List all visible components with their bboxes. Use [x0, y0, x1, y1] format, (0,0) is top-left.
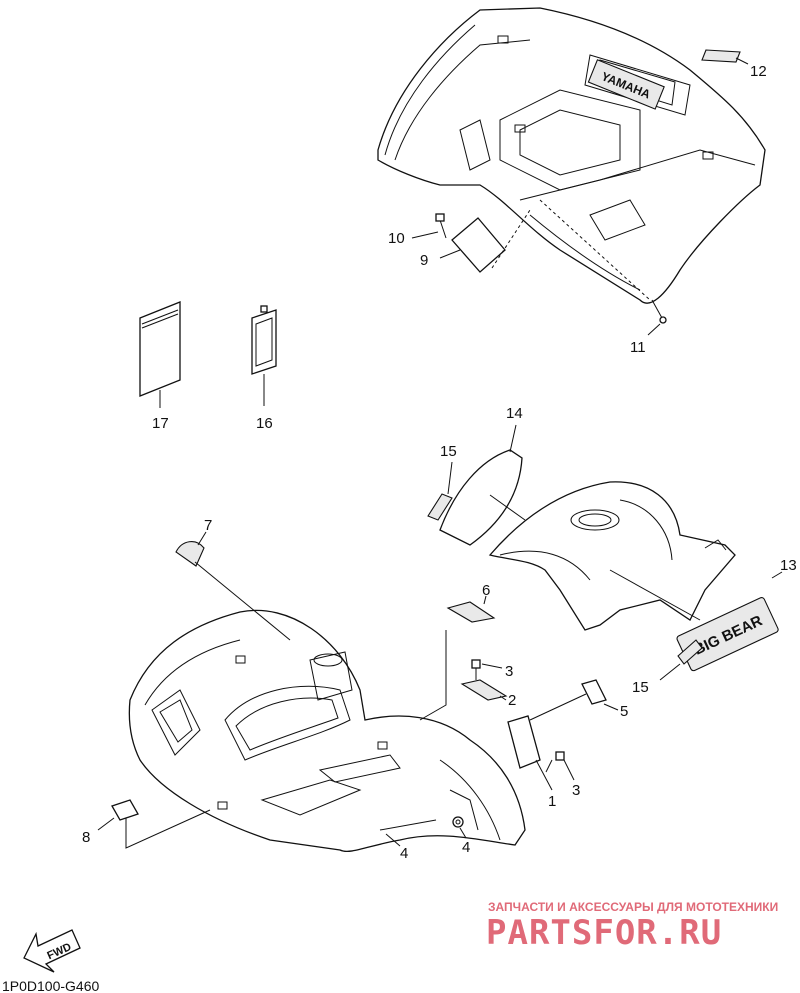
label-3-lower: 3: [572, 782, 580, 799]
label-13: 13: [780, 557, 797, 574]
part-12-decal: [701, 49, 741, 63]
label-12: 12: [750, 63, 767, 80]
part-9-plate: [451, 217, 506, 273]
label-7: 7: [204, 517, 212, 534]
part-5-decal: [581, 679, 607, 705]
watermark: ЗАПЧАСТИ И АКСЕССУАРЫ ДЛЯ МОТОТЕХНИКИ PA…: [486, 900, 778, 953]
part-11-screw: [651, 299, 667, 324]
part-10-screw: [435, 213, 447, 239]
part-9-leader: [439, 249, 461, 259]
label-6: 6: [482, 582, 490, 599]
part-14-leader: [509, 424, 517, 453]
part-8-leader: [97, 817, 115, 831]
part-6-line: [419, 630, 447, 721]
part-4-left-leader: [379, 819, 437, 831]
part-17-label-sheet: [139, 301, 181, 397]
part-11-leader: [647, 323, 661, 336]
label-11: 11: [630, 339, 646, 356]
rear-fender: YAMAHA: [377, 7, 766, 304]
part-3-lower-leader: [563, 759, 575, 781]
part-14-pad: [439, 449, 523, 546]
part-10-leader: [411, 231, 439, 239]
label-17: 17: [152, 415, 169, 432]
part-7-leader: [197, 531, 207, 546]
label-16: 16: [256, 415, 273, 432]
label-8: 8: [82, 829, 90, 846]
part-15-lower-leader: [659, 663, 681, 681]
part-4-right-nut: [452, 816, 464, 828]
tank-cover: [488, 481, 736, 631]
part-3-upper-leader: [481, 663, 503, 669]
part-6-strip: [446, 601, 496, 623]
part-1-flap: [507, 715, 541, 769]
label-9: 9: [420, 252, 428, 269]
part-3-lower-screw: [545, 751, 565, 773]
part-5-leader: [603, 703, 619, 711]
label-4-left: 4: [400, 845, 408, 862]
part-4-left-tick: [385, 833, 401, 847]
part-7-cap: [175, 541, 205, 567]
part-16-tag: [251, 305, 277, 375]
part-15-lower-decal: [677, 639, 703, 665]
label-14: 14: [506, 405, 523, 422]
watermark-brand: PARTSFOR.RU: [486, 913, 722, 953]
label-15-upper: 15: [440, 443, 457, 460]
part-1-leader: [535, 759, 553, 791]
part-11-dash: [539, 199, 651, 301]
part-4-right-leader: [459, 827, 467, 839]
rear-logo-plate: YAMAHA: [587, 59, 665, 110]
part-13-leader: [771, 571, 783, 579]
part-15-upper-leader: [447, 461, 453, 495]
part-2-strip: [460, 679, 508, 701]
part-8-line: [125, 809, 211, 849]
part-8-decal: [111, 799, 139, 821]
label-10: 10: [388, 230, 405, 247]
part-6-leader: [483, 595, 487, 605]
part-7-line: [194, 561, 291, 641]
part-13-line: [609, 569, 701, 621]
watermark-tagline: ЗАПЧАСТИ И АКСЕССУАРЫ ДЛЯ МОТОТЕХНИКИ: [488, 900, 778, 914]
label-5: 5: [620, 703, 628, 720]
front-fender: [128, 609, 526, 852]
part-15-upper-decal: [427, 493, 453, 521]
label-3-upper: 3: [505, 663, 513, 680]
label-2: 2: [508, 692, 516, 709]
part-2-leader: [499, 695, 507, 701]
label-15-lower: 15: [632, 679, 649, 696]
part-5-line: [529, 693, 587, 721]
diagram-code: 1P0D100-G460: [2, 978, 100, 993]
label-1: 1: [548, 793, 556, 810]
part-14-line: [489, 494, 526, 521]
label-4-right: 4: [462, 839, 470, 856]
part-3-upper-screw: [471, 659, 481, 680]
part-12-leader: [735, 57, 749, 65]
fwd-arrow: FWD: [23, 929, 81, 973]
